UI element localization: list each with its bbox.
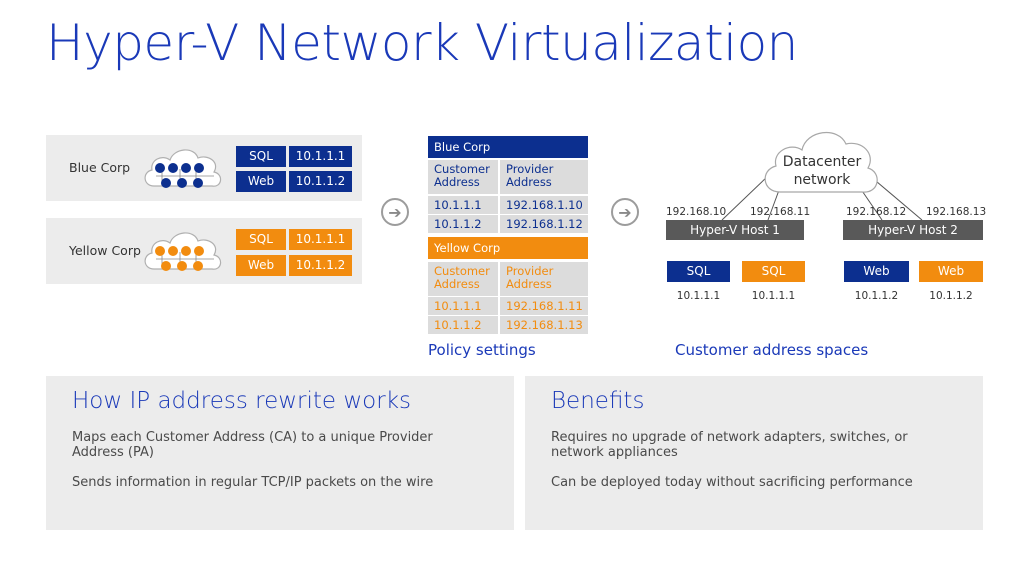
policy-cell: 192.168.1.13 [500,316,588,334]
arrow-right-icon: ➔ [611,198,639,226]
benefits-panel: Benefits Requires no upgrade of network … [525,376,983,530]
benefits-heading: Benefits [551,388,645,414]
policy-cell: 192.168.1.11 [500,297,588,315]
datacenter-cloud-icon [764,131,878,193]
vm-blue-sql: SQL [667,261,730,282]
policy-col-ca: Customer Address [428,160,498,194]
tenant-label-yellow: Yellow Corp [69,243,141,258]
policy-header-yellow: Yellow Corp [428,237,588,259]
tenant-yellow-app-web: Web [236,255,286,276]
how-it-works-line: Maps each Customer Address (CA) to a uni… [72,430,433,460]
tenant-yellow-ip-sql: 10.1.1.1 [289,229,352,250]
vm-ip: 10.1.1.1 [676,290,721,302]
policy-cell: 10.1.1.2 [428,215,498,233]
vm-yellow-web: Web [919,261,983,282]
vm-ip: 10.1.1.1 [751,290,796,302]
page-title: Hyper-V Network Virtualization [46,14,798,72]
tenant-blue-ip-web: 10.1.1.2 [289,171,352,192]
datacenter-cloud-label: Datacenter network [782,154,862,188]
hyper-v-host-2: Hyper-V Host 2 [843,220,983,240]
hyper-v-host-1: Hyper-V Host 1 [666,220,804,240]
arrow-right-icon: ➔ [381,198,409,226]
provider-address-label: 192.168.10 [666,206,727,218]
policy-cell: 10.1.1.1 [428,196,498,214]
provider-address-label: 192.168.11 [750,206,811,218]
tenant-blue-app-web: Web [236,171,286,192]
policy-col-ca: Customer Address [428,262,498,296]
tenant-label-blue: Blue Corp [69,160,131,175]
tenant-blue-ip-sql: 10.1.1.1 [289,146,352,167]
vm-ip: 10.1.1.2 [854,290,899,302]
blue-corp-network-cloud-icon [144,149,222,188]
how-it-works-line: Sends information in regular TCP/IP pack… [72,475,434,490]
vm-blue-web: Web [844,261,909,282]
provider-address-label: 192.168.13 [926,206,987,218]
yellow-corp-network-cloud-icon [144,232,222,271]
benefits-line: Can be deployed today without sacrificin… [551,475,913,490]
how-it-works-panel: How IP address rewrite works Maps each C… [46,376,514,530]
policy-caption: Policy settings [428,341,536,359]
policy-cell: 192.168.1.10 [500,196,588,214]
provider-address-label: 192.168.12 [846,206,907,218]
tenant-blue-app-sql: SQL [236,146,286,167]
policy-col-pa: Provider Address [500,160,588,194]
benefits-line: Requires no upgrade of network adapters,… [551,430,908,460]
tenant-yellow-app-sql: SQL [236,229,286,250]
policy-cell: 192.168.1.12 [500,215,588,233]
vm-yellow-sql: SQL [742,261,805,282]
datacenter-caption: Customer address spaces [675,341,869,359]
policy-cell: 10.1.1.2 [428,316,498,334]
policy-cell: 10.1.1.1 [428,297,498,315]
policy-col-pa: Provider Address [500,262,588,296]
vm-ip: 10.1.1.2 [929,290,973,302]
policy-header-blue: Blue Corp [428,136,588,158]
how-it-works-heading: How IP address rewrite works [72,388,412,414]
tenant-yellow-ip-web: 10.1.1.2 [289,255,352,276]
